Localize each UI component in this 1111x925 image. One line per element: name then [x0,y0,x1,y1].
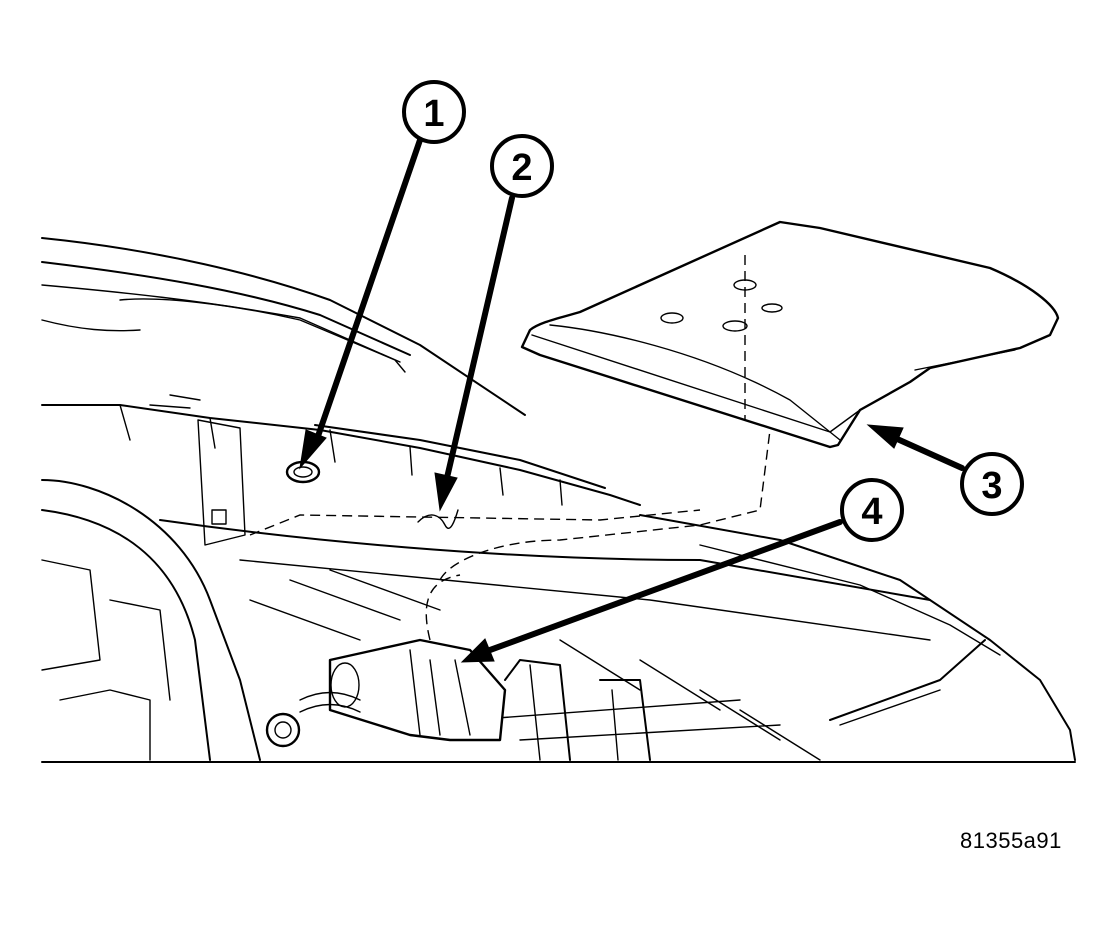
callout-1: 1 [402,80,466,144]
callout-3: 3 [960,452,1024,516]
callout-2: 2 [490,134,554,198]
leader-line-1 [313,137,423,445]
vehicle-body-drawing [41,237,1076,763]
callout-4: 4 [840,478,904,542]
arrowhead-3 [866,424,904,449]
callout-1-label: 1 [423,93,444,135]
callout-2-label: 2 [511,147,532,189]
arrowhead-2 [434,472,458,512]
leader-lines [299,137,965,663]
callout-3-label: 3 [981,465,1002,507]
leader-line-2 [443,195,515,485]
trunk-panel-drawing [520,220,1060,449]
leader-line-4 [487,519,843,653]
leader-line-3 [892,435,965,471]
figure-id: 81355a91 [960,828,1062,853]
arrowhead-4 [460,638,495,663]
arrowhead-1 [299,429,327,470]
callout-4-label: 4 [861,491,882,533]
